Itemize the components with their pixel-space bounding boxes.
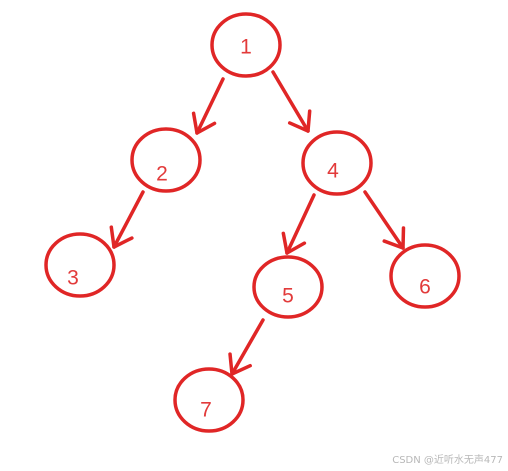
node-circle-2 — [130, 127, 202, 193]
arrow-head-4-6 — [382, 226, 406, 250]
tree-node-7: 7 — [173, 367, 245, 433]
arrow-head-1-4 — [287, 109, 312, 133]
edge-1-4 — [271, 70, 312, 133]
node-circle-5 — [252, 255, 324, 319]
edge-line-4-5 — [285, 193, 316, 255]
edge-1-2 — [191, 77, 225, 135]
tree-node-1: 1 — [210, 12, 282, 78]
edge-2-3 — [109, 190, 145, 249]
node-label-4: 4 — [327, 160, 339, 183]
arrow-head-4-5 — [281, 231, 307, 255]
arrow-head-5-7 — [228, 352, 252, 376]
edge-line-1-2 — [195, 77, 225, 135]
node-circle-3 — [44, 232, 116, 298]
tree-node-3: 3 — [44, 232, 116, 298]
tree-node-6: 6 — [389, 243, 461, 309]
edge-line-5-7 — [230, 318, 265, 376]
node-label-3: 3 — [67, 267, 79, 290]
edge-4-6 — [363, 190, 406, 250]
node-label-2: 2 — [156, 163, 168, 186]
node-label-6: 6 — [419, 276, 431, 299]
node-label-7: 7 — [200, 399, 212, 422]
edge-4-5 — [281, 193, 316, 255]
tree-node-5: 5 — [252, 255, 324, 319]
node-circle-7 — [173, 367, 245, 433]
edge-line-2-3 — [112, 190, 145, 249]
edge-5-7 — [228, 318, 265, 376]
node-label-5: 5 — [282, 285, 294, 308]
watermark: CSDN @近听水无声477 — [392, 455, 503, 466]
edge-line-1-4 — [271, 70, 310, 133]
tree-node-4: 4 — [301, 130, 373, 196]
node-circle-4 — [301, 130, 373, 196]
edges-layer — [109, 70, 406, 376]
nodes-layer: 1 2 3 4 5 6 7 — [44, 12, 461, 433]
node-circle-1 — [210, 12, 282, 78]
node-circle-6 — [389, 243, 461, 309]
edge-line-4-6 — [363, 190, 405, 250]
arrow-head-1-2 — [191, 111, 217, 135]
node-label-1: 1 — [240, 36, 252, 59]
tree-node-2: 2 — [130, 127, 202, 193]
arrow-head-2-3 — [109, 225, 134, 249]
